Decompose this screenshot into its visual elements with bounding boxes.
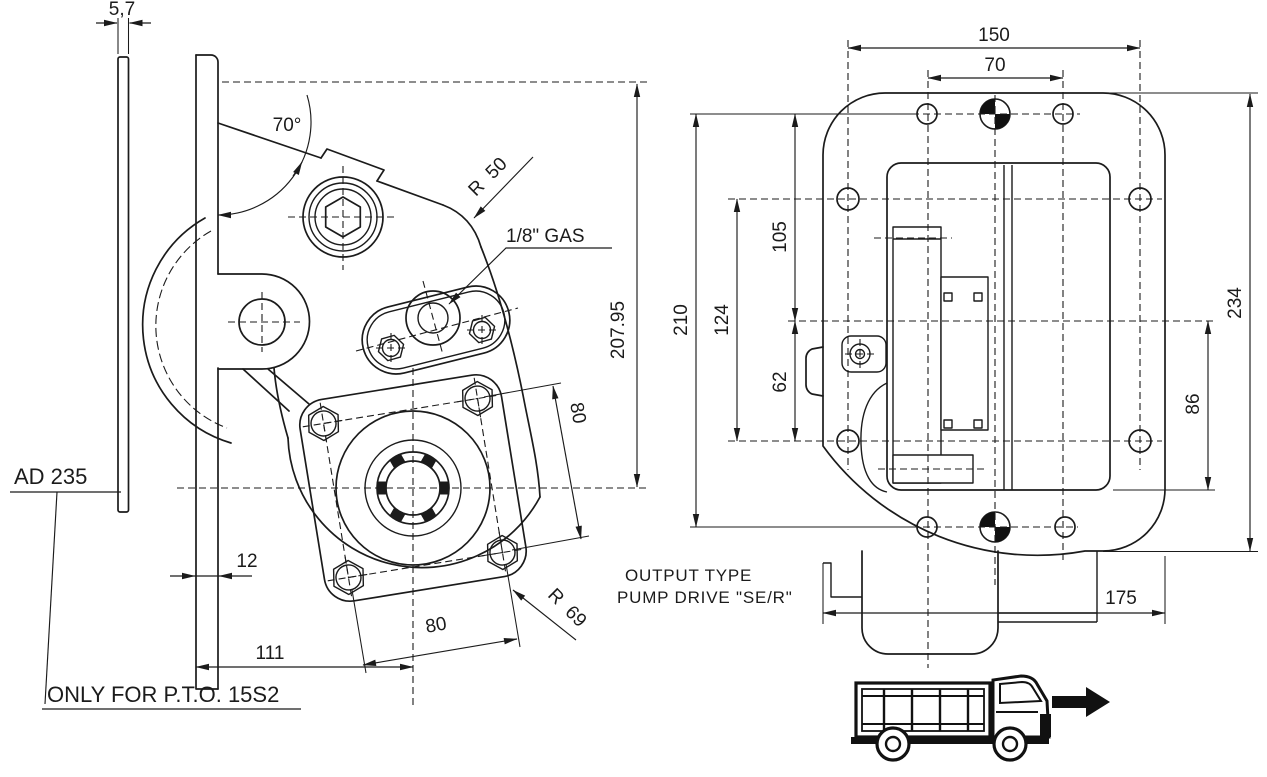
output-type-note: OUTPUT TYPE PUMP DRIVE "SE/R": [617, 566, 793, 607]
dim-bolt-spacing-bottom: 80: [351, 563, 521, 674]
dim-height-234: 234: [1225, 93, 1254, 552]
right-view-rear: 150 70 210 124 105 62 234 86: [617, 25, 1258, 668]
mounting-plate-outline: [195, 54, 219, 690]
dim-label-5-7: 5,7: [109, 0, 135, 20]
port-bolt: [467, 315, 497, 346]
bolt-circle-square: [322, 397, 504, 579]
shifter-tab: [841, 335, 887, 373]
shaft-assembly: [841, 226, 989, 484]
dim-height-105: 105: [770, 113, 799, 322]
dim-height-210: 210: [671, 113, 700, 528]
bell-housing-arc: [141, 217, 232, 444]
dim-bolt-spacing-right: 80: [483, 382, 590, 551]
gas-port-pad: [355, 280, 519, 375]
dim-label-234: 234: [1225, 287, 1246, 319]
inner-cover-plate: [860, 162, 1111, 493]
gas-port-callout: 1/8" GAS: [448, 226, 612, 305]
dim-label-12: 12: [236, 551, 257, 572]
label-output-type: OUTPUT TYPE: [625, 566, 752, 585]
stud-holes: [836, 103, 1152, 538]
dim-label-105: 105: [770, 221, 791, 253]
extension-lines-right-view: [690, 92, 1258, 624]
dim-label-80-bottom: 80: [424, 613, 448, 637]
dim-label-150: 150: [978, 25, 1010, 46]
dim-label-124: 124: [712, 304, 733, 336]
centerlines-left-view: [177, 81, 650, 708]
dim-label-r69: R 69: [543, 585, 590, 632]
centerlines-right-view: [728, 40, 1215, 668]
note-ad-235: AD 235: [14, 464, 87, 489]
dim-height-124: 124: [712, 198, 741, 442]
dim-center-distance: 111: [195, 643, 414, 671]
dim-label-80-right: 80: [565, 401, 589, 425]
dim-bottom-radius: R 69: [512, 585, 590, 641]
dim-flange-thickness: 5,7: [96, 0, 151, 54]
port-bolt: [376, 333, 406, 364]
dim-width-175: 175: [822, 588, 1166, 617]
dim-height-62: 62: [770, 320, 799, 442]
dim-label-210: 210: [671, 304, 692, 336]
hex-plug: [288, 166, 398, 270]
pto-housing-outline: [217, 122, 541, 569]
note-adapter: AD 235 ONLY FOR P.T.O. 15S2: [10, 464, 301, 710]
face-left-tab: [805, 346, 824, 397]
dim-label-70: 70: [984, 55, 1005, 76]
left-view-side: 5,7 70° R 50 1/8" GAS 207.95 80: [10, 0, 650, 710]
adapter-plate-outline: [117, 56, 130, 513]
dim-stud-span-150: 150: [847, 25, 1141, 52]
dim-label-175: 175: [1105, 588, 1137, 609]
note-only-for-pto: ONLY FOR P.T.O. 15S2: [47, 682, 279, 707]
dim-mount-angle: 70°: [217, 94, 312, 219]
label-pump-drive: PUMP DRIVE "SE/R": [617, 588, 793, 607]
dim-plate-thickness: 12: [170, 551, 258, 580]
dump-truck-icon: [851, 674, 1051, 762]
dim-label-86: 86: [1183, 393, 1204, 414]
label-gas-port: 1/8" GAS: [506, 226, 585, 247]
truck-direction-legend: [851, 674, 1110, 762]
face-plate-outline: [822, 92, 1166, 557]
dim-stud-span-70: 70: [927, 55, 1064, 82]
dim-label-62: 62: [770, 371, 791, 392]
dim-label-70deg: 70°: [273, 115, 302, 136]
dim-overall-height: 207.95: [608, 83, 641, 488]
dim-label-111: 111: [256, 643, 285, 664]
dim-top-radius: R 50: [465, 154, 534, 219]
dim-height-86: 86: [1183, 320, 1212, 491]
direction-arrow-icon: [1052, 687, 1110, 717]
dim-label-207-95: 207.95: [608, 301, 629, 359]
dim-label-r50: R 50: [465, 154, 512, 201]
support-lobe: [217, 273, 311, 370]
lower-housing: [823, 550, 1098, 655]
